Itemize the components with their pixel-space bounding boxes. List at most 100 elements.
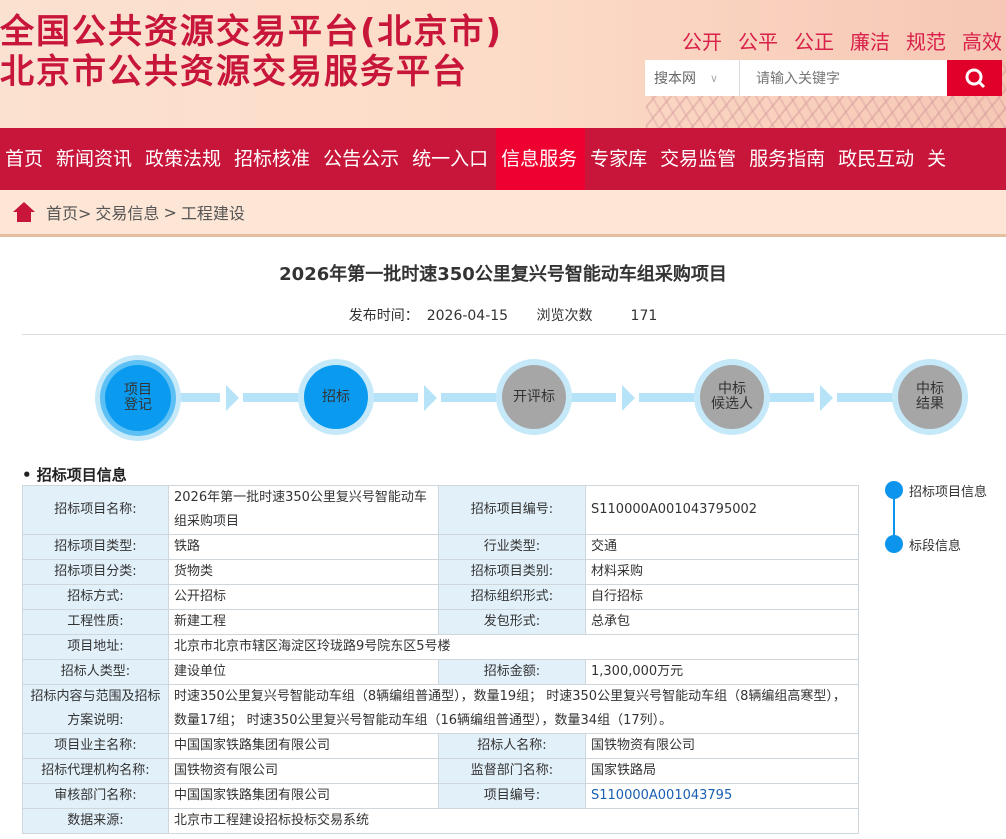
field-label: 招标方式: xyxy=(22,584,169,610)
field-value: 公开招标 xyxy=(168,584,439,610)
step-bid-opening[interactable]: 开评标 xyxy=(496,359,572,435)
timeline-dot-icon xyxy=(885,481,903,499)
step-label: 招标 xyxy=(322,388,350,405)
timeline-line xyxy=(893,490,895,542)
timeline-link-project-info[interactable]: 招标项目信息 xyxy=(909,485,988,500)
nav-item-experts[interactable]: 专家库 xyxy=(590,148,648,170)
field-value: 1,300,000万元 xyxy=(585,659,859,685)
field-value: 货物类 xyxy=(168,559,439,585)
breadcrumb-engineering[interactable]: 工程建设 xyxy=(180,204,245,223)
field-label: 监督部门名称: xyxy=(438,758,586,784)
field-label: 招标项目类型: xyxy=(22,534,169,560)
step-label: 项目 xyxy=(124,382,152,398)
step-arrow-icon xyxy=(820,385,833,411)
field-value: 总承包 xyxy=(585,609,859,635)
table-row: 招标内容与范围及招标方案说明:时速350公里复兴号智能动车组（8辆编组普通型），… xyxy=(22,684,859,734)
breadcrumb-trade-info[interactable]: 交易信息 xyxy=(95,204,160,223)
table-row: 招标项目名称:2026年第一批时速350公里复兴号智能动车组采购项目招标项目编号… xyxy=(22,485,859,535)
step-label: 候选人 xyxy=(711,396,753,412)
step-arrow-icon xyxy=(424,385,437,411)
section-title: • 招标项目信息 xyxy=(22,466,127,484)
field-value: 中国国家铁路集团有限公司 xyxy=(168,783,439,809)
step-connector xyxy=(441,393,501,402)
table-row: 招标项目分类:货物类招标项目类别:材料采购 xyxy=(22,559,859,585)
field-label: 项目地址: xyxy=(22,634,169,660)
step-connector xyxy=(243,393,303,402)
timeline-link-section-info[interactable]: 标段信息 xyxy=(909,539,962,554)
search-scope-label: 搜本网 xyxy=(654,71,696,87)
table-row: 项目业主名称:中国国家铁路集团有限公司招标人名称:国铁物资有限公司 xyxy=(22,733,859,759)
step-project-registration[interactable]: 项目登记 xyxy=(95,355,181,441)
table-row: 工程性质:新建工程发包形式:总承包 xyxy=(22,609,859,635)
site-title[interactable]: 全国公共资源交易平台(北京市) xyxy=(0,12,504,52)
project-info-table: 招标项目名称:2026年第一批时速350公里复兴号智能动车组采购项目招标项目编号… xyxy=(22,485,859,834)
table-row: 招标人类型:建设单位招标金额:1,300,000万元 xyxy=(22,659,859,685)
slogan: 廉洁 xyxy=(850,30,890,54)
project-number-link[interactable]: S110000A001043795 xyxy=(585,783,859,809)
search-input[interactable] xyxy=(740,60,947,96)
search-button[interactable] xyxy=(947,60,1002,96)
nav-item-policy[interactable]: 政策法规 xyxy=(145,148,222,170)
timeline-dot-icon xyxy=(885,535,903,553)
field-label: 发包形式: xyxy=(438,609,586,635)
breadcrumb-home[interactable]: 首页> xyxy=(46,204,92,223)
nav-item-supervision[interactable]: 交易监管 xyxy=(660,148,737,170)
field-label: 招标金额: xyxy=(438,659,586,685)
nav-item-home[interactable]: 首页 xyxy=(5,148,44,170)
nav-item-approval[interactable]: 招标核准 xyxy=(234,148,311,170)
field-label: 项目编号: xyxy=(438,783,586,809)
nav-item-interaction[interactable]: 政民互动 xyxy=(838,148,915,170)
field-value: 中国国家铁路集团有限公司 xyxy=(168,733,439,759)
breadcrumb: 首页> 交易信息 > 工程建设 xyxy=(0,190,1006,237)
field-label: 工程性质: xyxy=(22,609,169,635)
nav-item-info-service[interactable]: 信息服务 xyxy=(496,128,586,190)
field-value: 2026年第一批时速350公里复兴号智能动车组采购项目 xyxy=(168,485,439,535)
field-value: 时速350公里复兴号智能动车组（8辆编组普通型），数量19组； 时速350公里复… xyxy=(168,684,859,734)
field-value: S110000A001043795002 xyxy=(585,485,859,535)
field-label: 审核部门名称: xyxy=(22,783,169,809)
table-row: 数据来源:北京市工程建设招标投标交易系统 xyxy=(22,808,859,834)
publish-date: 2026-04-15 xyxy=(426,308,509,324)
step-label: 中标 xyxy=(718,381,746,397)
nav-item-portal[interactable]: 统一入口 xyxy=(412,148,489,170)
search-bar: 搜本网∨ xyxy=(645,60,1002,96)
field-value: 自行招标 xyxy=(585,584,859,610)
nav-item-guide[interactable]: 服务指南 xyxy=(749,148,826,170)
field-value: 新建工程 xyxy=(168,609,439,635)
step-arrow-icon xyxy=(226,385,239,411)
home-icon xyxy=(13,202,35,222)
field-value: 国铁物资有限公司 xyxy=(585,733,859,759)
search-scope-select[interactable]: 搜本网∨ xyxy=(645,60,740,96)
table-row: 审核部门名称:中国国家铁路集团有限公司项目编号:S110000A00104379… xyxy=(22,783,859,809)
site-subtitle[interactable]: 北京市公共资源交易服务平台 xyxy=(0,52,468,92)
step-bidding[interactable]: 招标 xyxy=(298,359,374,435)
step-candidates[interactable]: 中标候选人 xyxy=(694,359,770,435)
slogan: 公平 xyxy=(738,30,778,54)
field-label: 数据来源: xyxy=(22,808,169,834)
field-value: 铁路 xyxy=(168,534,439,560)
table-row: 招标项目类型:铁路行业类型:交通 xyxy=(22,534,859,560)
nav-item-notices[interactable]: 公告公示 xyxy=(323,148,400,170)
field-label: 招标人类型: xyxy=(22,659,169,685)
nav-item-about[interactable]: 关 xyxy=(927,148,947,170)
publish-label: 发布时间： xyxy=(348,308,419,324)
table-row: 招标代理机构名称:国铁物资有限公司监督部门名称:国家铁路局 xyxy=(22,758,859,784)
step-connector xyxy=(370,393,418,402)
step-result[interactable]: 中标结果 xyxy=(892,359,968,435)
field-label: 招标代理机构名称: xyxy=(22,758,169,784)
field-value: 材料采购 xyxy=(585,559,859,585)
nav-item-news[interactable]: 新闻资讯 xyxy=(56,148,133,170)
slogan: 公开 xyxy=(682,30,722,54)
views-count: 171 xyxy=(630,308,658,324)
step-connector xyxy=(568,393,616,402)
slogan: 公正 xyxy=(794,30,834,54)
step-label: 登记 xyxy=(124,397,152,413)
page-title: 2026年第一批时速350公里复兴号智能动车组采购项目 xyxy=(279,264,727,285)
step-connector xyxy=(180,393,220,402)
step-arrow-icon xyxy=(622,385,635,411)
field-label: 招标内容与范围及招标方案说明: xyxy=(22,684,169,734)
slogan: 高效 xyxy=(962,30,1002,54)
field-label: 招标人名称: xyxy=(438,733,586,759)
search-icon xyxy=(965,68,985,89)
